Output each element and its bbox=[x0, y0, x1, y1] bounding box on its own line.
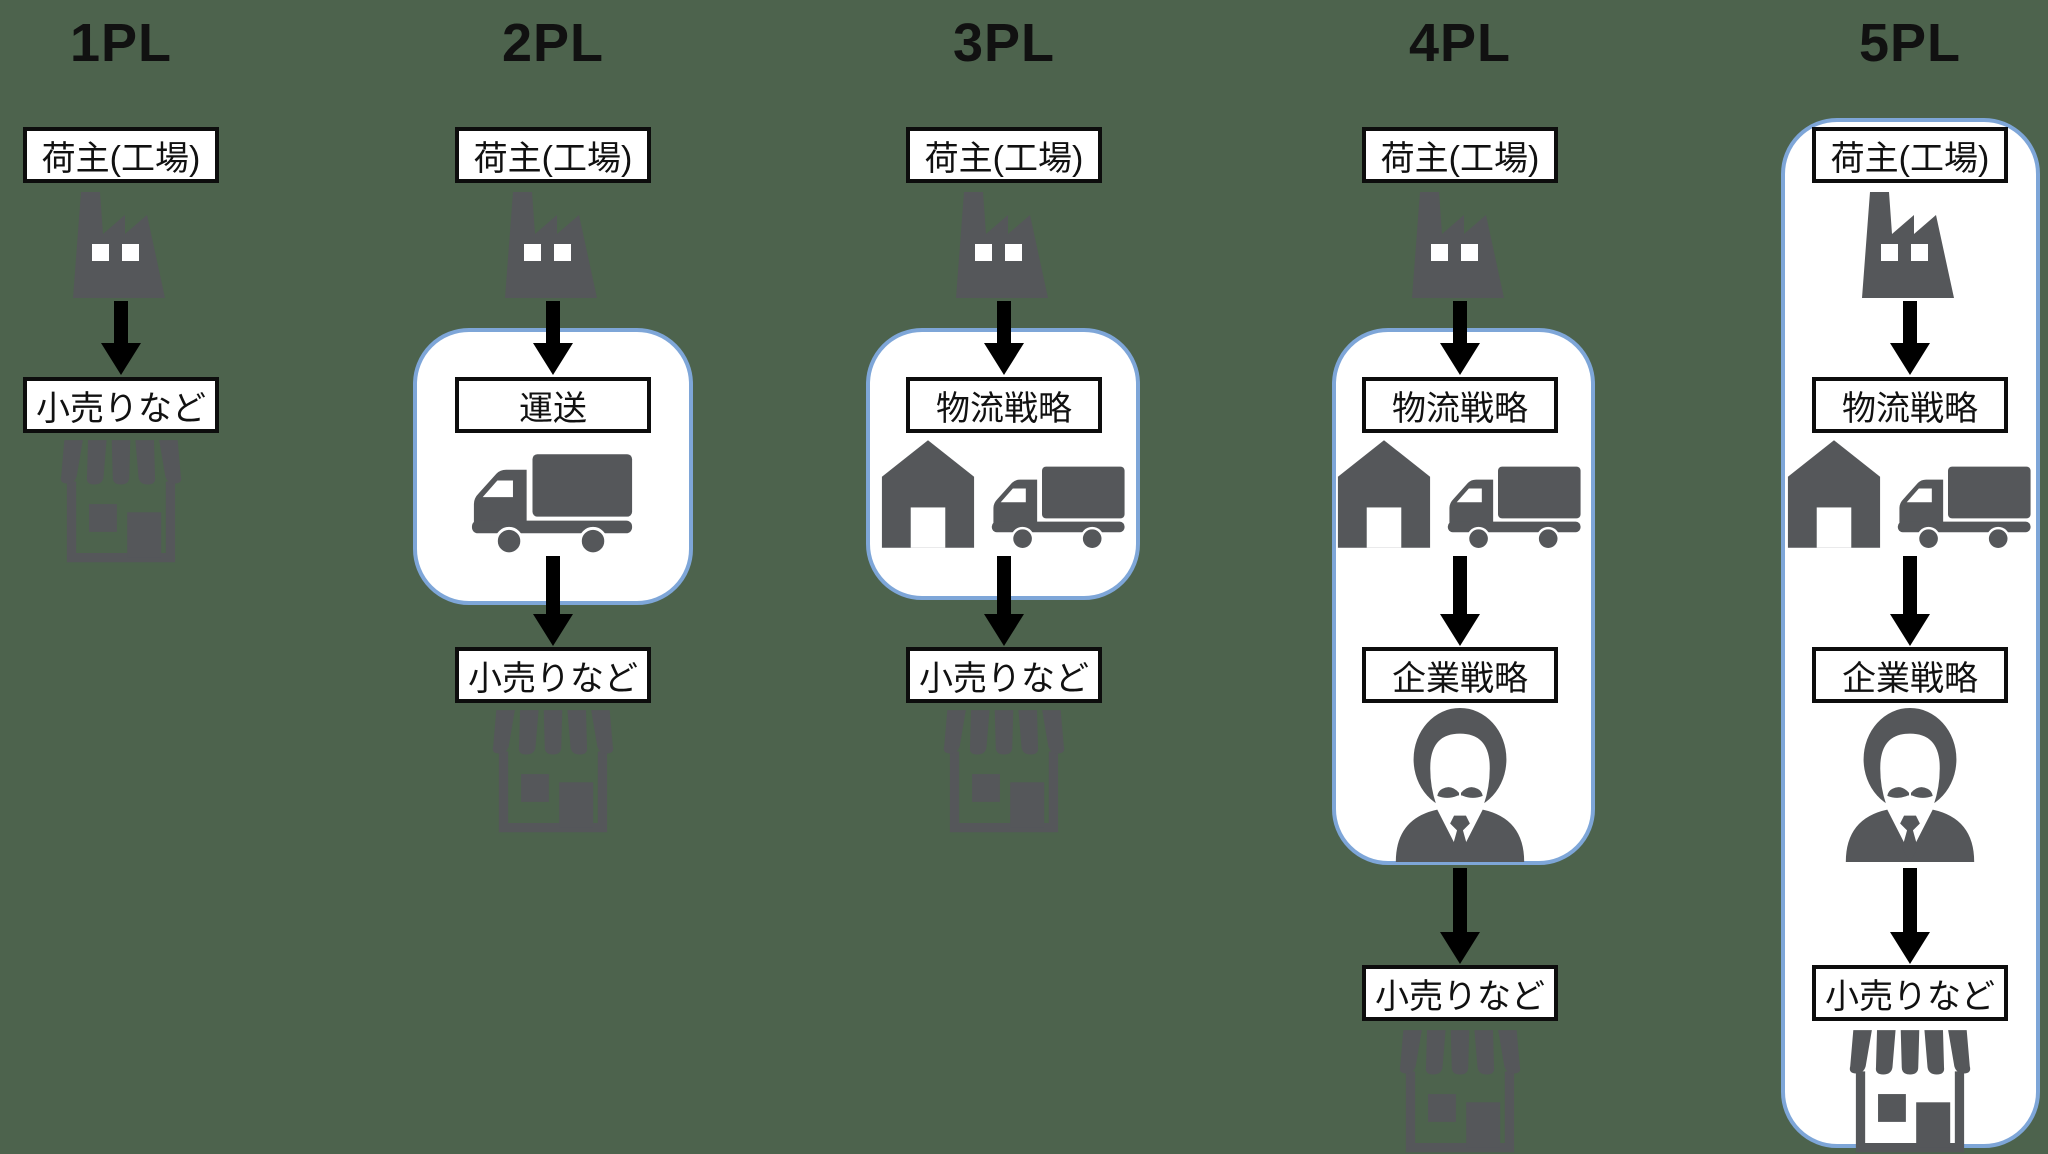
column-title-1pl: 1PL bbox=[69, 13, 173, 73]
arrow-down-icon bbox=[1890, 556, 1930, 646]
storefront-icon bbox=[1393, 1030, 1527, 1154]
storefront-icon bbox=[1843, 1030, 1977, 1154]
factory-icon bbox=[491, 188, 615, 298]
node-retail-label: 小売りなど bbox=[36, 389, 206, 428]
column-title-4pl: 4PL bbox=[1408, 13, 1512, 73]
logistics-icons bbox=[1336, 438, 1584, 550]
node-logistics-label: 物流戦略 bbox=[1842, 389, 1978, 428]
arrow-down-icon bbox=[1440, 301, 1480, 375]
node-shipper-label: 荷主(工場) bbox=[1830, 139, 1990, 178]
delivery-truck-icon bbox=[1896, 465, 2034, 550]
storefront-icon bbox=[54, 440, 188, 564]
arrow-down-icon bbox=[101, 301, 141, 375]
column-title-2pl: 2PL bbox=[501, 13, 605, 73]
node-logistics-4pl: 物流戦略 bbox=[1362, 377, 1558, 433]
node-corporate-5pl: 企業戦略 bbox=[1812, 647, 2008, 703]
factory-icon bbox=[1848, 188, 1972, 298]
storefront-icon bbox=[937, 710, 1071, 834]
node-logistics-label: 物流戦略 bbox=[936, 389, 1072, 428]
factory-icon bbox=[1398, 188, 1522, 298]
arrow-down-icon bbox=[533, 556, 573, 646]
factory-icon bbox=[59, 188, 183, 298]
delivery-truck-icon bbox=[1446, 465, 1584, 550]
arrow-down-icon bbox=[1890, 868, 1930, 964]
node-logistics-5pl: 物流戦略 bbox=[1812, 377, 2008, 433]
node-shipper-4pl: 荷主(工場) bbox=[1362, 127, 1558, 183]
node-retail-4pl: 小売りなど bbox=[1362, 965, 1558, 1021]
node-retail-3pl: 小売りなど bbox=[906, 647, 1102, 703]
node-transport-label: 運送 bbox=[519, 389, 587, 428]
arrow-down-icon bbox=[533, 301, 573, 375]
logistics-icons bbox=[1786, 438, 2034, 550]
node-shipper-1pl: 荷主(工場) bbox=[23, 127, 219, 183]
arrow-down-icon bbox=[1440, 868, 1480, 964]
node-logistics-label: 物流戦略 bbox=[1392, 389, 1528, 428]
node-corporate-4pl: 企業戦略 bbox=[1362, 647, 1558, 703]
warehouse-icon bbox=[880, 438, 976, 550]
node-shipper-2pl: 荷主(工場) bbox=[455, 127, 651, 183]
arrow-down-icon bbox=[984, 301, 1024, 375]
node-retail-label: 小売りなど bbox=[1825, 977, 1995, 1016]
node-transport-2pl: 運送 bbox=[455, 377, 651, 433]
column-title-5pl: 5PL bbox=[1858, 13, 1962, 73]
logistics-icons bbox=[880, 438, 1128, 550]
node-retail-1pl: 小売りなど bbox=[23, 377, 219, 433]
node-shipper-label: 荷主(工場) bbox=[41, 139, 201, 178]
node-retail-label: 小売りなど bbox=[919, 659, 1089, 698]
delivery-truck-icon bbox=[990, 465, 1128, 550]
arrow-down-icon bbox=[1440, 556, 1480, 646]
factory-icon bbox=[942, 188, 1066, 298]
node-retail-label: 小売りなど bbox=[1375, 977, 1545, 1016]
node-retail-2pl: 小売りなど bbox=[455, 647, 651, 703]
node-shipper-label: 荷主(工場) bbox=[473, 139, 633, 178]
delivery-truck-icon bbox=[470, 452, 636, 555]
node-corporate-label: 企業戦略 bbox=[1842, 659, 1978, 698]
node-shipper-label: 荷主(工場) bbox=[1380, 139, 1540, 178]
node-logistics-3pl: 物流戦略 bbox=[906, 377, 1102, 433]
column-title-3pl: 3PL bbox=[952, 13, 1056, 73]
node-retail-label: 小売りなど bbox=[468, 659, 638, 698]
storefront-icon bbox=[486, 710, 620, 834]
node-shipper-5pl: 荷主(工場) bbox=[1812, 127, 2008, 183]
arrow-down-icon bbox=[1890, 301, 1930, 375]
warehouse-icon bbox=[1786, 438, 1882, 550]
node-retail-5pl: 小売りなど bbox=[1812, 965, 2008, 1021]
node-shipper-label: 荷主(工場) bbox=[924, 139, 1084, 178]
businessman-icon bbox=[1835, 704, 1985, 862]
node-corporate-label: 企業戦略 bbox=[1392, 659, 1528, 698]
warehouse-icon bbox=[1336, 438, 1432, 550]
businessman-icon bbox=[1385, 704, 1535, 862]
arrow-down-icon bbox=[984, 556, 1024, 646]
node-shipper-3pl: 荷主(工場) bbox=[906, 127, 1102, 183]
